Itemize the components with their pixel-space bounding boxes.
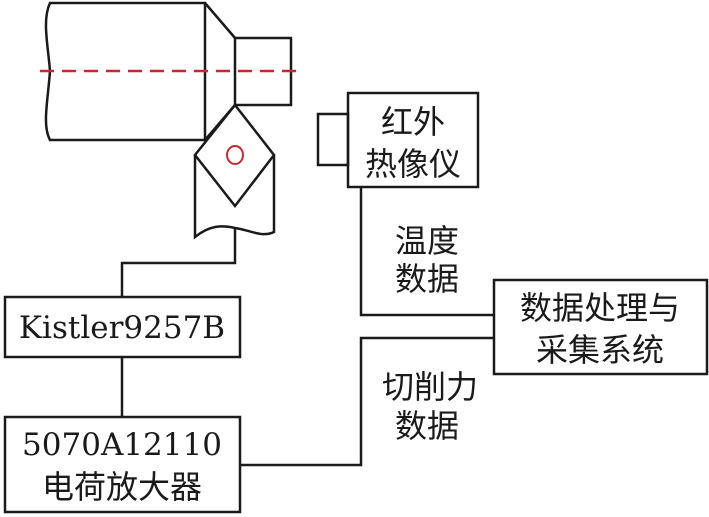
workpiece — [44, 1, 207, 142]
tool-to-dynamometer-line — [120, 228, 237, 297]
ir-camera-label-1: 红外 — [381, 103, 445, 141]
force-label-1: 切削力 — [382, 368, 478, 406]
amplifier-model: 5070A12110 — [22, 427, 222, 463]
dynamometer-box — [3, 295, 242, 359]
processing-label-2: 采集系统 — [536, 331, 664, 369]
amplifier-box — [3, 415, 242, 514]
dynamometer-label: Kistler9257B — [19, 310, 225, 346]
ir-camera-box — [346, 91, 480, 189]
ir-camera-label-2: 热像仪 — [365, 145, 461, 183]
processing-system-box — [492, 278, 709, 376]
force-label-2: 数据 — [395, 407, 459, 445]
temperature-label-1: 温度 — [395, 222, 459, 260]
cutting-insert — [193, 102, 276, 209]
amplifier-label: 电荷放大器 — [42, 468, 202, 506]
insert-mark — [226, 145, 244, 165]
force-data-line — [240, 336, 494, 467]
ir-camera-lens — [316, 112, 350, 167]
processing-label-1: 数据处理与 — [520, 289, 680, 327]
tool-holder — [193, 155, 276, 240]
temperature-label-2: 数据 — [395, 260, 459, 298]
temperature-data-line — [359, 187, 494, 317]
